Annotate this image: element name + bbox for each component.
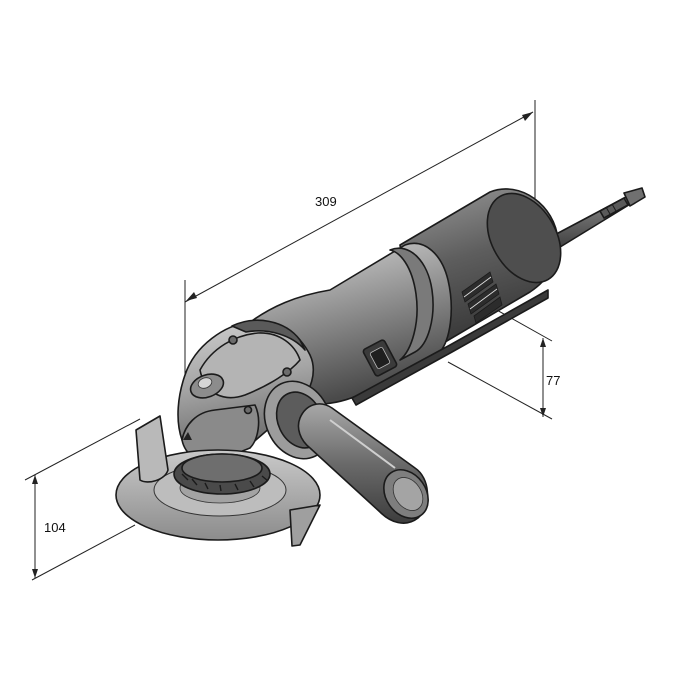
length-arrow-right [522, 112, 533, 121]
gear-head [177, 319, 315, 464]
dimension-lines [24, 100, 553, 581]
ventilation-slots [461, 271, 503, 324]
disc-guard [115, 415, 321, 547]
length-arrow-left [186, 292, 197, 301]
power-switch [362, 339, 398, 377]
flange-nut [173, 453, 271, 495]
spindle-lock-button [189, 373, 225, 399]
length-label: 309 [315, 194, 337, 209]
height-body-arrow-bottom [540, 408, 546, 417]
side-handle [297, 403, 429, 524]
head-screws [228, 335, 292, 415]
height-body-arrow-top [540, 338, 546, 347]
dimension-labels: 309 77 104 [44, 194, 560, 535]
height-total-extension-bottom [31, 524, 136, 581]
height-body-extension-bottom [447, 361, 553, 420]
height-total-arrow-bottom [32, 569, 38, 578]
length-dimension-line [184, 111, 534, 303]
height-body-label: 77 [546, 373, 560, 388]
height-total-arrow-top [32, 475, 38, 484]
height-total-extension-top [24, 418, 141, 481]
height-total-label: 104 [44, 520, 66, 535]
